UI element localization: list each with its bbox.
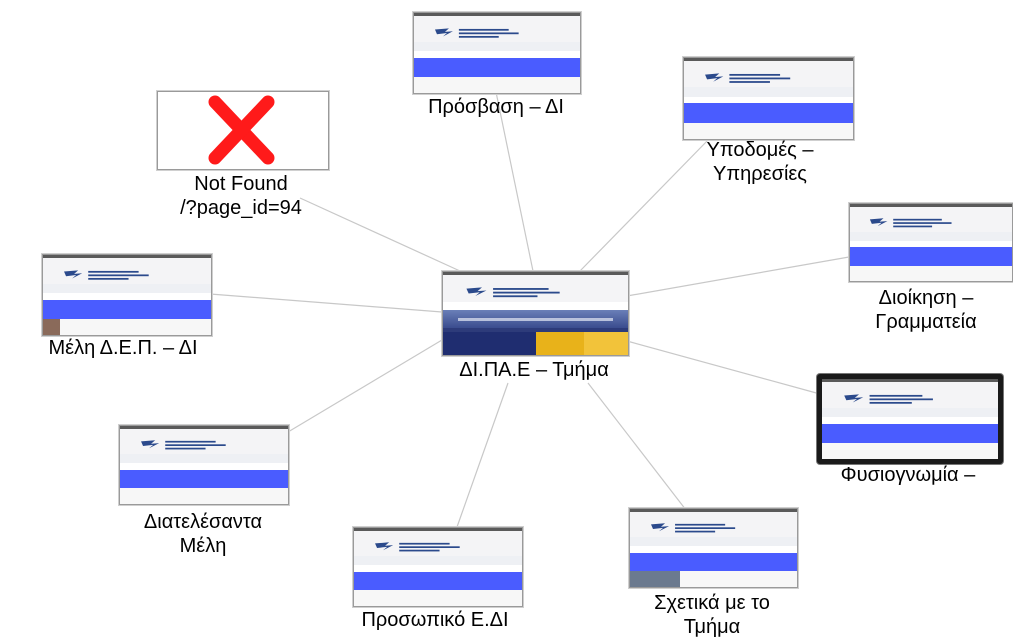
edge-fysiognomia: [626, 340, 821, 395]
not-found-thumbnail[interactable]: [157, 91, 329, 170]
error-x-icon: [208, 95, 275, 165]
page-thumbnail[interactable]: [849, 203, 1013, 282]
node-label-line: Μέλη Δ.Ε.Π. – ΔΙ: [48, 337, 198, 359]
university-logo-icon: [870, 218, 952, 228]
node-label-line: Not Found: [194, 173, 288, 195]
university-logo-icon: [434, 28, 519, 38]
node-label-line: Γραμματεία: [875, 311, 977, 333]
node-label: Υποδομές – Υπηρεσίες: [707, 138, 814, 186]
node-label-line: Μέλη: [179, 535, 227, 557]
edge-sxetika: [587, 382, 687, 511]
node-label-line: /?page_id=94: [180, 197, 302, 219]
node-label: Πρόσβαση – ΔΙ: [428, 95, 564, 119]
node-label: Σχετικά με το Τμήμα: [654, 591, 770, 639]
node-label: ΔΙ.ΠΑ.Ε – Τμήμα: [459, 358, 609, 382]
edge-meli: [209, 293, 443, 313]
page-thumbnail[interactable]: [413, 12, 581, 94]
node-label-line: ΔΙ.ΠΑ.Ε – Τμήμα: [459, 359, 609, 381]
university-logo-icon: [650, 523, 735, 533]
node-label-line: Τμήμα: [683, 616, 741, 638]
page-thumbnail[interactable]: [629, 508, 798, 588]
node-label: Μέλη Δ.Ε.Π. – ΔΙ: [48, 336, 197, 360]
node-label-line: Φυσιογνωμία –: [840, 464, 976, 486]
university-logo-icon: [465, 287, 560, 298]
edge-prosvasi: [495, 91, 534, 272]
page-thumbnail[interactable]: [683, 57, 854, 140]
edge-ypodomes: [579, 137, 711, 272]
edge-prosopiko: [456, 382, 509, 528]
page-thumbnail[interactable]: [353, 527, 523, 607]
node-label: Προσωπικό Ε.ΔΙ: [361, 608, 508, 632]
node-label: Διοίκηση – Γραμματεία: [875, 286, 976, 334]
node-label-line: Υπηρεσίες: [713, 163, 807, 185]
node-label: Not Found /?page_id=94: [180, 172, 302, 220]
node-label: Φυσιογνωμία –: [810, 463, 1006, 487]
page-thumbnail[interactable]: [119, 425, 289, 505]
node-label-line: Διατελέσαντα: [143, 511, 263, 533]
university-logo-icon: [140, 440, 226, 450]
node-label-line: Διοίκηση –: [878, 287, 974, 309]
edge-dioikisi: [626, 256, 850, 297]
node-label-line: Πρόσβαση – ΔΙ: [428, 96, 564, 118]
university-logo-icon: [63, 270, 149, 280]
edge-notfound: [299, 197, 461, 272]
university-logo-icon: [374, 542, 460, 552]
page-thumbnail[interactable]: [442, 271, 629, 356]
node-label: Διατελέσαντα Μέλη: [144, 510, 262, 558]
university-logo-icon: [704, 73, 791, 83]
page-thumbnail[interactable]: [42, 254, 212, 336]
page-thumbnail-selected[interactable]: [817, 374, 1003, 464]
node-label-line: Προσωπικό Ε.ΔΙ: [361, 609, 509, 631]
node-label-line: Υποδομές –: [706, 139, 814, 161]
edge-diatelesanta: [287, 339, 443, 433]
university-logo-icon: [843, 394, 933, 404]
node-label-line: Σχετικά με το: [654, 592, 770, 614]
